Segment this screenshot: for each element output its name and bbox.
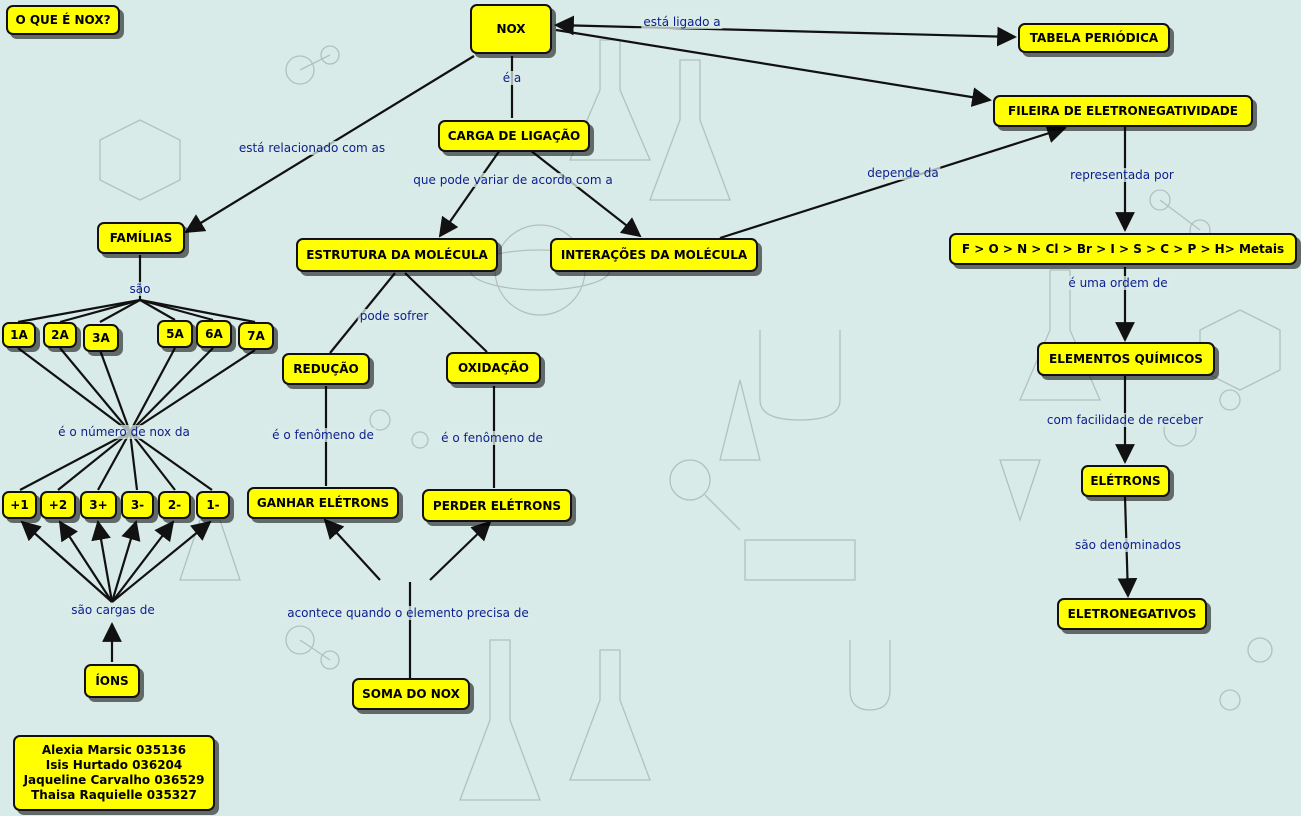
node-o-que-e-nox[interactable]: O QUE É NOX? — [6, 5, 120, 35]
node-tabela-periodica[interactable]: TABELA PERIÓDICA — [1018, 23, 1170, 53]
node-familias[interactable]: FAMÍLIAS — [97, 222, 185, 254]
node-carga-3-menos[interactable]: 3- — [121, 491, 154, 519]
node-carga-mais-2[interactable]: +2 — [40, 491, 76, 519]
link-interacoes-fileira — [719, 123, 1067, 240]
node-familia-5a[interactable]: 5A — [157, 320, 193, 348]
link-nox-tabela — [554, 15, 1017, 47]
label-pode-sofrer: pode sofrer — [357, 309, 431, 323]
node-familia-2a[interactable]: 2A — [43, 322, 77, 348]
link-soma-perder — [429, 520, 492, 581]
label-fenomeno-oxidacao: é o fenômeno de — [439, 431, 545, 445]
label-e-a: é a — [500, 71, 524, 85]
node-carga-3-mais[interactable]: 3+ — [80, 491, 117, 519]
label-esta-relacionado: está relacionado com as — [236, 141, 388, 155]
link-carga-interacoes — [529, 149, 642, 238]
author-3: Jaqueline Carvalho 036529 — [23, 773, 205, 787]
node-eletronegativos[interactable]: ELETRONEGATIVOS — [1057, 598, 1207, 630]
node-oxidacao[interactable]: OXIDAÇÃO — [446, 352, 541, 384]
node-soma-do-nox[interactable]: SOMA DO NOX — [352, 678, 470, 710]
label-sao-cargas-de: são cargas de — [69, 603, 157, 617]
label-e-uma-ordem-de: é uma ordem de — [1066, 276, 1170, 290]
label-sao-denominados: são denominados — [1073, 538, 1183, 552]
label-com-facilidade: com facilidade de receber — [1044, 413, 1206, 427]
node-fileira-eletronegatividade[interactable]: FILEIRA DE ELETRONEGATIVIDADE — [993, 95, 1253, 127]
node-estrutura-da-molecula[interactable]: ESTRUTURA DA MOLÉCULA — [296, 238, 498, 272]
author-1: Alexia Marsic 035136 — [41, 743, 187, 757]
label-representada-por: representada por — [1068, 168, 1176, 182]
node-carga-2-menos[interactable]: 2- — [158, 491, 191, 519]
label-acontece-quando: acontece quando o elemento precisa de — [285, 606, 531, 620]
label-sao: são — [127, 282, 153, 296]
link-estrutura-oxidacao — [404, 272, 488, 353]
node-familia-6a[interactable]: 6A — [196, 320, 232, 348]
link-soma-ganhar — [323, 518, 381, 581]
link-carga-estrutura — [438, 149, 501, 238]
link-nox-fileira — [555, 28, 992, 107]
node-reducao[interactable]: REDUÇÃO — [282, 353, 370, 385]
node-interacoes-da-molecula[interactable]: INTERAÇÕES DA MOLÉCULA — [550, 238, 758, 272]
node-perder-eletrons[interactable]: PERDER ELÉTRONS — [422, 489, 572, 522]
node-familia-7a[interactable]: 7A — [238, 322, 274, 350]
authors-box: Alexia Marsic 035136 Isis Hurtado 036204… — [13, 735, 215, 811]
label-que-pode-variar: que pode variar de acordo com a — [411, 173, 615, 187]
node-serie-eletronegatividade[interactable]: F > O > N > Cl > Br > I > S > C > P > H>… — [949, 233, 1297, 265]
node-ganhar-eletrons[interactable]: GANHAR ELÉTRONS — [247, 487, 399, 519]
node-nox[interactable]: NOX — [470, 4, 552, 54]
label-depende-da: depende da — [865, 166, 941, 180]
node-ions[interactable]: ÍONS — [84, 664, 140, 698]
label-e-o-numero-de-nox: é o número de nox da — [56, 425, 192, 439]
author-2: Isis Hurtado 036204 — [45, 758, 183, 772]
label-fenomeno-reducao: é o fenômeno de — [270, 428, 376, 442]
label-esta-ligado-a: está ligado a — [641, 15, 723, 29]
author-4: Thaisa Raquielle 035327 — [31, 788, 197, 802]
links-ions-group — [20, 520, 212, 662]
node-familia-3a[interactable]: 3A — [83, 324, 119, 352]
node-carga-1-menos[interactable]: 1- — [196, 491, 230, 519]
node-eletrons[interactable]: ELÉTRONS — [1081, 465, 1170, 497]
node-elementos-quimicos[interactable]: ELEMENTOS QUÍMICOS — [1037, 342, 1215, 376]
node-carga-de-ligacao[interactable]: CARGA DE LIGAÇÃO — [438, 120, 590, 152]
node-carga-mais-1[interactable]: +1 — [2, 491, 37, 519]
links-familias-group — [17, 255, 256, 491]
node-familia-1a[interactable]: 1A — [2, 322, 36, 348]
